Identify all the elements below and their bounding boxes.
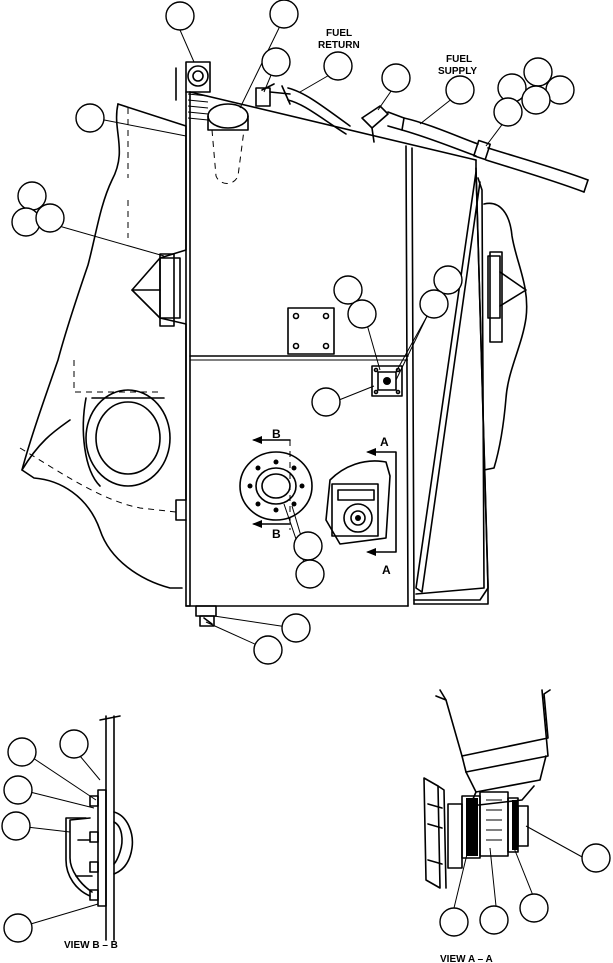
machine-frame-right <box>483 202 528 471</box>
fuel-return-hose <box>255 83 351 135</box>
view-bb-detail <box>65 715 134 941</box>
machine-frame-left <box>19 103 187 589</box>
view-aa-detail <box>423 689 551 889</box>
fuel-tank-body <box>185 91 489 607</box>
section-a-indicator: A A <box>366 435 397 577</box>
view-bb-balloons <box>1 729 89 943</box>
fuel-return-text-2: RETURN <box>318 40 360 51</box>
view-bb-leaders <box>17 755 101 927</box>
round-flange <box>239 451 313 521</box>
view-aa-balloons <box>439 843 611 937</box>
fuel-return-text-1: FUEL <box>326 28 352 39</box>
valve-block <box>325 460 391 545</box>
sender-plate <box>371 365 403 397</box>
leader-lines <box>51 25 511 651</box>
fuel-supply-hose <box>361 105 589 193</box>
view-bb-title: VIEW B – B <box>64 940 118 951</box>
section-b-top-label: B <box>272 427 281 441</box>
fuel-return-label: FUEL RETURN <box>318 28 360 51</box>
section-b-indicator: B B <box>252 427 291 541</box>
fuel-supply-text-1: FUEL <box>446 54 472 65</box>
filler-strainer <box>207 103 249 184</box>
fuel-supply-text-2: SUPPLY <box>438 66 477 77</box>
drain-fitting <box>195 605 217 627</box>
callout-balloons-main <box>11 0 575 665</box>
fuel-supply-label: FUEL SUPPLY <box>438 54 477 77</box>
view-aa-title: VIEW A – A <box>440 954 493 963</box>
section-a-top-label: A <box>380 435 389 449</box>
breather-cap <box>175 61 211 121</box>
section-b-bottom-label: B <box>272 527 281 541</box>
view-aa-leaders <box>453 825 585 909</box>
section-a-bottom-label: A <box>382 563 391 577</box>
cover-plate <box>287 307 335 355</box>
